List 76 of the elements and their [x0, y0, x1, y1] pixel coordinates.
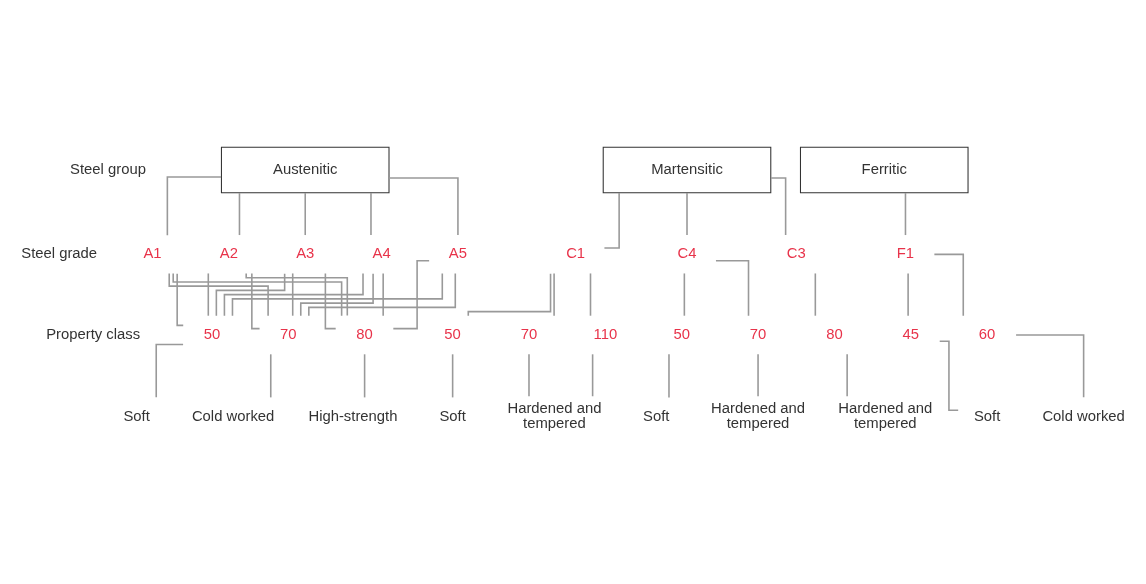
connector — [814, 272, 817, 317]
node-text: Soft — [643, 407, 670, 424]
connector — [686, 192, 688, 236]
label: Property class — [46, 325, 141, 342]
connector — [269, 353, 272, 399]
connector — [299, 272, 374, 317]
connector — [451, 353, 454, 399]
connector — [223, 272, 364, 317]
connector — [166, 176, 222, 236]
label: Steel grade — [21, 245, 98, 262]
node-text: A2 — [219, 245, 238, 262]
node-box: Ferritic — [799, 146, 969, 194]
node-text: Cold worked — [191, 407, 275, 424]
node-text: 50 — [444, 325, 461, 342]
connector — [304, 192, 306, 236]
node-box: Austenitic — [220, 146, 390, 194]
label: Steel group — [70, 160, 146, 177]
node-text: Hardened and tempered — [838, 399, 933, 432]
connector — [907, 272, 909, 317]
connector — [245, 272, 349, 317]
node-text: Hardened and tempered — [711, 399, 806, 432]
connector — [553, 272, 555, 317]
node-text: High-strength — [308, 407, 398, 424]
node-text: A5 — [448, 245, 468, 262]
connector — [207, 272, 210, 317]
connector — [846, 353, 848, 398]
node-text: Soft — [439, 407, 466, 424]
connector — [388, 177, 459, 236]
node-text: Soft — [123, 407, 150, 424]
node-text: 70 — [749, 325, 767, 342]
connector — [668, 353, 670, 399]
node-text: 60 — [978, 325, 996, 342]
connector — [683, 272, 686, 317]
connector — [904, 192, 907, 236]
node-text: C4 — [677, 245, 697, 262]
connector — [176, 272, 184, 327]
node-text: Cold worked — [1042, 407, 1125, 424]
node-text: 110 — [593, 325, 618, 342]
node-text: 70 — [520, 325, 538, 342]
connector — [589, 272, 592, 317]
connector — [933, 253, 965, 317]
connector — [528, 353, 530, 398]
node-text: A4 — [372, 245, 391, 262]
connector — [382, 272, 384, 317]
node-text: Soft — [973, 407, 1001, 424]
node-text: A3 — [296, 245, 315, 262]
node-text: 50 — [673, 325, 690, 342]
node-text: C3 — [786, 245, 806, 262]
connector — [231, 272, 444, 317]
connector — [1015, 334, 1085, 399]
node-text: 50 — [203, 325, 221, 342]
connector — [715, 259, 750, 317]
connector — [251, 272, 261, 330]
node-box: Martensitic — [602, 146, 772, 194]
connector — [324, 272, 337, 330]
connector — [308, 272, 457, 317]
node-text: A1 — [143, 245, 162, 262]
connector — [291, 272, 294, 317]
connector — [238, 192, 241, 236]
node-text: 70 — [280, 325, 297, 342]
connector — [467, 272, 552, 317]
connector — [757, 353, 759, 398]
connector — [363, 353, 366, 399]
node-text: C1 — [566, 245, 586, 262]
node-text: 80 — [826, 325, 843, 342]
node-text: Hardened and tempered — [507, 399, 602, 432]
node-text: 45 — [902, 325, 920, 342]
connector — [155, 343, 184, 399]
connector — [215, 272, 286, 317]
connector — [172, 272, 343, 317]
connector — [370, 192, 372, 236]
node-text: 80 — [356, 325, 373, 342]
node-text: F1 — [896, 245, 915, 262]
connector — [591, 353, 594, 398]
connector — [168, 272, 269, 317]
connector — [392, 259, 430, 330]
